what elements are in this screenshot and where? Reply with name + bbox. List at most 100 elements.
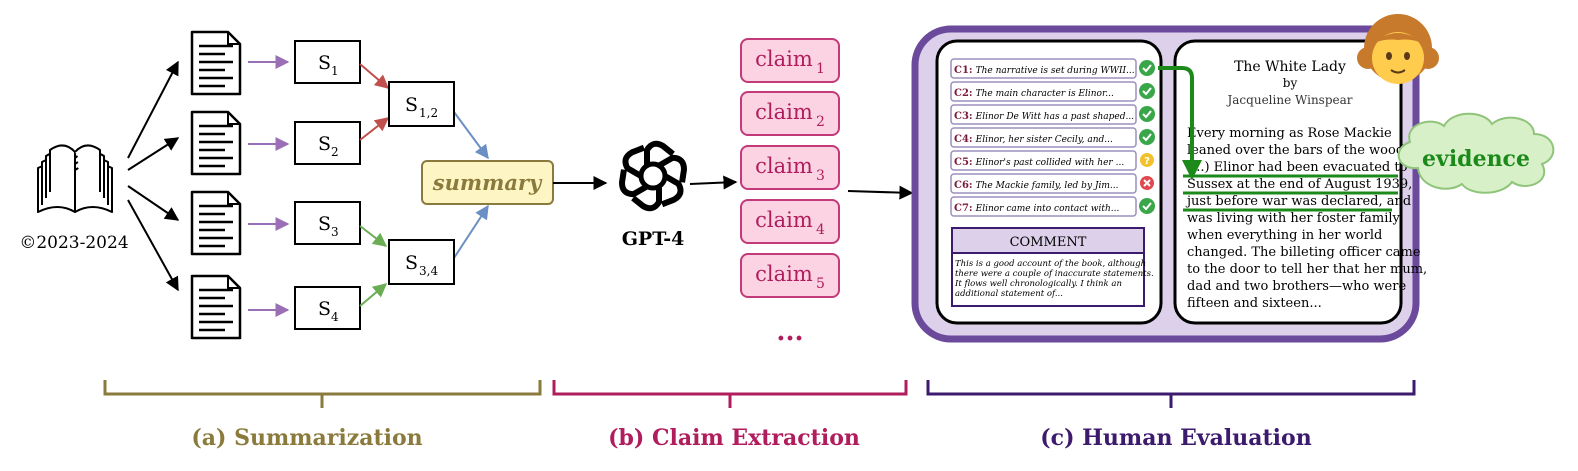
claim-subscript: 3 bbox=[816, 168, 825, 184]
comment-line: This is a good account of the book, alth… bbox=[955, 259, 1146, 269]
copyright-label: ©2023-2024 bbox=[19, 233, 128, 253]
book-line: dad and two brothers—who were bbox=[1187, 279, 1406, 294]
claim-list: C1:The narrative is set during WWII... C2… bbox=[950, 58, 1155, 217]
book-line: was living with her foster family bbox=[1187, 211, 1401, 226]
cross-icon[interactable] bbox=[1140, 176, 1154, 190]
claim-id: C6 bbox=[954, 180, 969, 191]
merge-node-s12: S 1,2 bbox=[388, 81, 455, 127]
check-icon[interactable] bbox=[1139, 198, 1155, 214]
book-to-chunk-arrows bbox=[127, 60, 180, 292]
claim-subscript: 2 bbox=[816, 114, 825, 130]
claim-id: C7 bbox=[954, 203, 969, 214]
book-line: changed. The billeting officer came bbox=[1187, 245, 1421, 260]
evidence-underlines bbox=[1183, 174, 1398, 212]
open-book-icon bbox=[37, 144, 113, 213]
merge-node-label: S bbox=[405, 252, 418, 274]
merge-node-label: S bbox=[405, 94, 418, 116]
merge-node-subscript: 3,4 bbox=[419, 264, 438, 278]
claim-list-item[interactable]: C3:Elinor De Witt has a past shaped... bbox=[950, 104, 1137, 125]
claim-list-item[interactable]: C6:The Mackie family, led by Jim... bbox=[950, 173, 1137, 194]
document-icon bbox=[190, 110, 242, 176]
document-icon bbox=[190, 274, 242, 340]
book-title: The White Lady bbox=[1234, 59, 1346, 75]
check-icon[interactable] bbox=[1139, 106, 1155, 122]
chunk-documents bbox=[190, 30, 242, 340]
svg-text:C6:The Mackie family, led by J: C6:The Mackie family, led by Jim... bbox=[954, 180, 1119, 191]
claim-text: The narrative is set during WWII... bbox=[976, 66, 1135, 76]
chunk-summary-label: S bbox=[318, 213, 331, 235]
book-line: leaned over the bars of the wooden bbox=[1187, 143, 1421, 158]
claim-id: C2 bbox=[954, 88, 969, 99]
claim-text: Elinor, her sister Cecily, and... bbox=[975, 135, 1113, 145]
bracket-summarization bbox=[103, 380, 542, 408]
bracket-claim-extraction bbox=[552, 380, 908, 408]
chunk-summary-subscript: 4 bbox=[331, 310, 339, 324]
claim-text: The Mackie family, led by Jim... bbox=[976, 181, 1119, 191]
comment-title: COMMENT bbox=[1010, 235, 1087, 250]
document-icon bbox=[190, 30, 242, 96]
claims-to-evaluation-arrow bbox=[847, 185, 914, 200]
svg-text:C5:Elinor's past collided with: C5:Elinor's past collided with her ... bbox=[954, 157, 1124, 168]
svg-text:C7:Elinor came into contact wi: C7:Elinor came into contact with... bbox=[954, 203, 1120, 214]
girl-annotator-icon bbox=[1357, 14, 1439, 84]
comment-line: It flows well chronologically. I think a… bbox=[954, 279, 1122, 289]
svg-text:C1:The narrative is set during: C1:The narrative is set during WWII... bbox=[954, 65, 1135, 76]
check-icon[interactable] bbox=[1139, 60, 1155, 76]
comment-line: there were a couple of inaccurate statem… bbox=[955, 269, 1154, 279]
stage-label-claim-extraction: (b) Claim Extraction bbox=[608, 425, 860, 451]
book-by: by bbox=[1283, 76, 1298, 90]
model-name-label: GPT-4 bbox=[622, 228, 685, 250]
svg-text:?: ? bbox=[1144, 156, 1150, 167]
claim-list-item[interactable]: C2:The main character is Elinor... bbox=[950, 81, 1137, 102]
evidence-label: evidence bbox=[1422, 146, 1530, 172]
chunk-summary-subscript: 3 bbox=[331, 225, 339, 239]
claim-list-item[interactable]: C7:Elinor came into contact with... bbox=[950, 196, 1137, 217]
svg-text:C2:The main character is Elino: C2:The main character is Elinor... bbox=[954, 88, 1114, 99]
claim-list-item[interactable]: C4:Elinor, her sister Cecily, and... bbox=[950, 127, 1137, 148]
check-icon[interactable] bbox=[1139, 83, 1155, 99]
chunk-summary-subscript: 2 bbox=[331, 145, 339, 159]
claim-subscript: 4 bbox=[816, 222, 825, 238]
book-line: just before war was declared, and bbox=[1185, 194, 1411, 209]
final-summary-box: summary bbox=[421, 160, 554, 205]
book-line: to the door to tell her that her mum, bbox=[1187, 262, 1427, 277]
question-icon[interactable]: ? bbox=[1140, 153, 1154, 167]
merge-node-subscript: 1,2 bbox=[419, 106, 438, 120]
svg-text:C4:Elinor, her sister Cecily,: C4:Elinor, her sister Cecily, and... bbox=[954, 134, 1113, 145]
chunk-summary-label: S bbox=[318, 133, 331, 155]
claim-id: C3 bbox=[954, 111, 969, 122]
claim-text: Elinor De Witt has a past shaped... bbox=[975, 112, 1135, 122]
more-claims-ellipsis: ... bbox=[776, 317, 803, 347]
claim-list-item[interactable]: C5:Elinor's past collided with her ... bbox=[950, 150, 1137, 171]
merge-arrows bbox=[359, 63, 489, 307]
claim-label: claim bbox=[755, 100, 813, 124]
evidence-link-arrow bbox=[1158, 66, 1202, 180]
book-panel bbox=[1173, 39, 1403, 325]
claim-id: C1 bbox=[954, 65, 969, 76]
stage-label-summarization: (a) Summarization bbox=[191, 425, 422, 451]
claim-label: claim bbox=[755, 208, 813, 232]
bracket-human-evaluation bbox=[926, 380, 1416, 408]
claim-list-item[interactable]: C1:The narrative is set during WWII... bbox=[950, 58, 1137, 79]
summary-label: summary bbox=[432, 170, 543, 195]
book-line: Sussex at the end of August 1939, bbox=[1187, 177, 1412, 192]
merge-node-s34: S 3,4 bbox=[388, 239, 455, 285]
openai-logo-icon bbox=[619, 140, 687, 212]
book-line: fifteen and sixteen... bbox=[1187, 296, 1322, 311]
book-author: Jacqueline Winspear bbox=[1225, 93, 1352, 107]
book-line: when everything in her world bbox=[1187, 228, 1382, 243]
svg-text:C3:Elinor De Witt has a past s: C3:Elinor De Witt has a past shaped... bbox=[954, 111, 1134, 122]
check-icon[interactable] bbox=[1139, 129, 1155, 145]
claim-id: C4 bbox=[954, 134, 969, 145]
claim-text: The main character is Elinor... bbox=[976, 89, 1114, 99]
